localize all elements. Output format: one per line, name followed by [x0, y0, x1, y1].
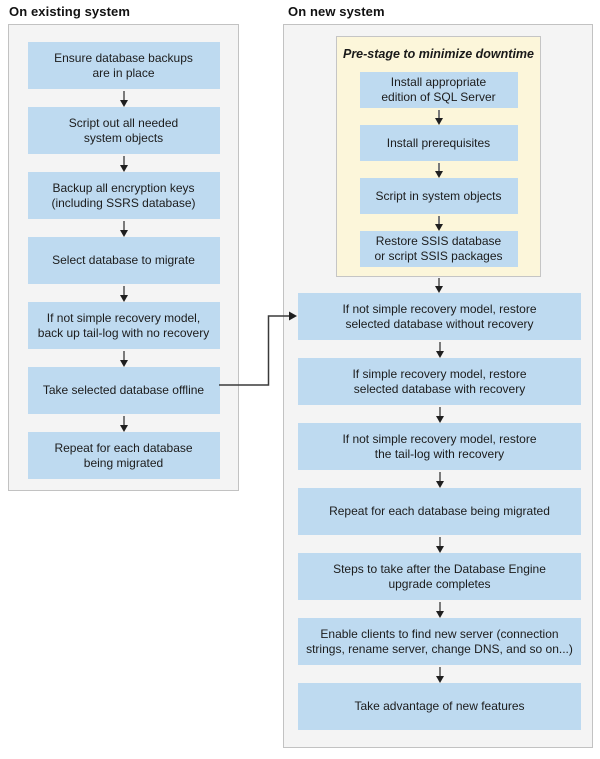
flow-step-restore-ssis: Restore SSIS database or script SSIS pac… — [359, 231, 518, 267]
arrow-down-icon — [9, 219, 238, 237]
flow-step-repeat-new: Repeat for each database being migrated — [298, 488, 581, 535]
arrow-down-icon — [9, 414, 238, 432]
new-system-panel: Pre-stage to minimize downtime Install a… — [283, 24, 593, 748]
arrow-down-icon — [298, 535, 581, 553]
existing-system-heading: On existing system — [9, 4, 131, 19]
flow-step-script-out-objects: Script out all needed system objects — [27, 107, 220, 154]
arrow-down-icon — [337, 214, 540, 231]
flow-step-ensure-backups: Ensure database backups are in place — [27, 42, 220, 89]
flow-step-take-offline: Take selected database offline — [27, 367, 220, 414]
flow-step-restore-with-recovery: If simple recovery model, restore select… — [298, 358, 581, 405]
flow-step-repeat-existing: Repeat for each database being migrated — [27, 432, 220, 479]
arrow-down-icon — [433, 276, 444, 293]
arrow-down-icon — [298, 665, 581, 683]
offline-to-restore-connector-arrow — [219, 311, 297, 386]
prestage-title: Pre-stage to minimize downtime — [342, 47, 534, 61]
flow-step-backup-encryption-keys: Backup all encryption keys (including SS… — [27, 172, 220, 219]
arrow-down-icon — [298, 405, 581, 423]
flow-step-enable-clients: Enable clients to find new server (conne… — [298, 618, 581, 665]
arrow-down-icon — [298, 600, 581, 618]
flow-step-install-prerequisites: Install prerequisites — [359, 125, 518, 161]
arrow-down-icon — [337, 108, 540, 125]
flow-step-post-upgrade-steps: Steps to take after the Database Engine … — [298, 553, 581, 600]
flow-step-script-in-objects: Script in system objects — [359, 178, 518, 214]
arrow-down-icon — [298, 470, 581, 488]
existing-system-panel: Ensure database backups are in place Scr… — [8, 24, 239, 491]
arrow-down-icon — [9, 89, 238, 107]
flow-step-restore-tail-log: If not simple recovery model, restore th… — [298, 423, 581, 470]
arrow-down-icon — [9, 154, 238, 172]
arrow-down-icon — [298, 340, 581, 358]
prestage-group-box: Pre-stage to minimize downtime Install a… — [336, 36, 541, 277]
arrow-down-icon — [337, 161, 540, 178]
flow-step-select-database: Select database to migrate — [27, 237, 220, 284]
arrow-down-icon — [9, 349, 238, 367]
flow-step-backup-tail-log: If not simple recovery model, back up ta… — [27, 302, 220, 349]
flow-step-restore-without-recovery: If not simple recovery model, restore se… — [298, 293, 581, 340]
arrow-down-icon — [9, 284, 238, 302]
new-system-heading: On new system — [288, 4, 385, 19]
flow-step-new-features: Take advantage of new features — [298, 683, 581, 730]
flow-step-install-sql-server: Install appropriate edition of SQL Serve… — [359, 72, 518, 108]
new-system-main-flow: If not simple recovery model, restore se… — [298, 293, 581, 730]
